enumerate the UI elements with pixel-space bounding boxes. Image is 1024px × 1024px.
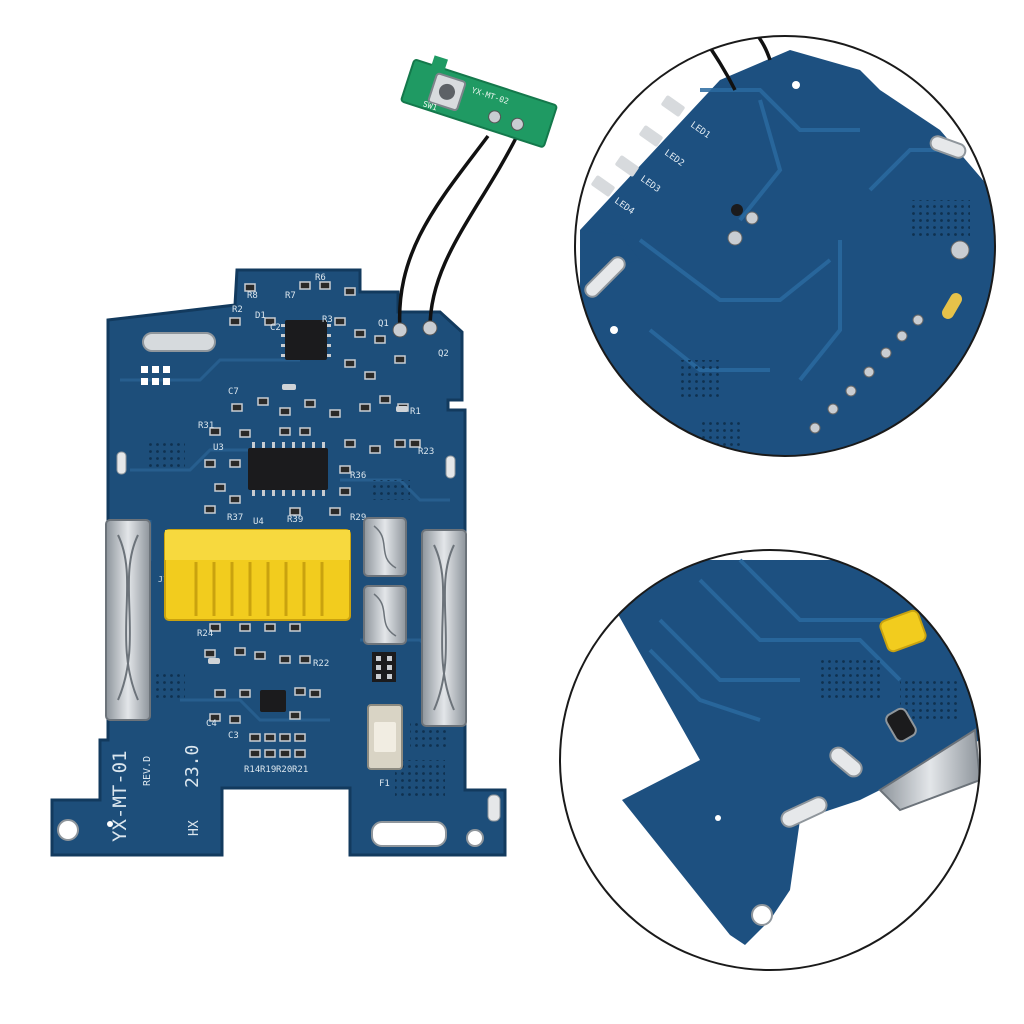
svg-text:C3: C3 bbox=[228, 731, 239, 741]
ic-chip bbox=[248, 448, 328, 490]
switch-pcb: SW1 YX-MT-02 bbox=[400, 55, 558, 148]
switch-label: SW1 bbox=[422, 99, 439, 112]
led-indicators bbox=[591, 95, 685, 197]
svg-text:R6: R6 bbox=[315, 273, 326, 283]
board-id-label: YX-MT-01 bbox=[109, 750, 131, 842]
svg-text:F1: F1 bbox=[379, 779, 390, 789]
zoom-detail-bottom bbox=[559, 549, 981, 971]
board-code-label: 23.0 bbox=[182, 745, 203, 788]
mounting-slot bbox=[116, 451, 127, 475]
svg-text:R3: R3 bbox=[322, 315, 333, 325]
board-markings: YX-MT-01 REV.D 23.0 HX bbox=[109, 745, 203, 842]
via-array bbox=[155, 670, 185, 700]
svg-text:U4: U4 bbox=[253, 517, 264, 527]
svg-text:R23: R23 bbox=[418, 447, 434, 457]
mounting-hole bbox=[466, 829, 484, 847]
svg-text:R39: R39 bbox=[287, 515, 303, 525]
svg-text:R20: R20 bbox=[276, 765, 292, 775]
small-contact-clip bbox=[363, 517, 407, 645]
left-contact-clip bbox=[105, 519, 151, 721]
ic-chip bbox=[260, 690, 286, 712]
svg-text:R37: R37 bbox=[227, 513, 243, 523]
wire-harness bbox=[392, 133, 520, 338]
svg-text:Q2: Q2 bbox=[438, 349, 449, 359]
svg-text:R7: R7 bbox=[285, 291, 296, 301]
zoom-detail-top: LED1 LED2 LED3 LED4 bbox=[574, 35, 996, 457]
right-contact-clip bbox=[421, 529, 467, 727]
smd-components bbox=[204, 281, 421, 758]
yellow-connector bbox=[164, 529, 351, 621]
svg-text:R21: R21 bbox=[292, 765, 308, 775]
svg-text:R29: R29 bbox=[350, 513, 366, 523]
via-array bbox=[145, 440, 185, 470]
mounting-hole bbox=[57, 819, 79, 841]
svg-text:R1: R1 bbox=[410, 407, 421, 417]
board-maker-label: HX bbox=[187, 820, 202, 836]
via-array bbox=[395, 760, 445, 800]
svg-text:R36: R36 bbox=[350, 471, 366, 481]
mounting-slot bbox=[445, 455, 456, 479]
board-rev-label: REV.D bbox=[142, 756, 153, 786]
pin-header bbox=[372, 652, 396, 682]
svg-text:R19: R19 bbox=[260, 765, 276, 775]
svg-text:R14: R14 bbox=[244, 765, 260, 775]
svg-text:U3: U3 bbox=[213, 443, 224, 453]
svg-text:J1: J1 bbox=[158, 575, 168, 584]
mounting-slot bbox=[142, 332, 216, 352]
svg-text:D1: D1 bbox=[255, 311, 266, 321]
svg-text:R22: R22 bbox=[313, 659, 329, 669]
svg-text:R2: R2 bbox=[232, 305, 243, 315]
svg-text:R8: R8 bbox=[247, 291, 258, 301]
svg-text:C7: C7 bbox=[228, 387, 239, 397]
mounting-slot bbox=[371, 821, 447, 847]
svg-text:R24: R24 bbox=[197, 629, 213, 639]
ic-chip bbox=[285, 320, 327, 360]
svg-text:C4: C4 bbox=[206, 719, 217, 729]
white-pad-grid bbox=[141, 366, 170, 385]
svg-text:C2: C2 bbox=[270, 323, 281, 333]
via-array bbox=[370, 480, 410, 500]
mounting-slot bbox=[487, 794, 501, 822]
mounting-hole bbox=[107, 821, 113, 827]
svg-text:Q1: Q1 bbox=[378, 319, 389, 329]
fuse bbox=[367, 704, 403, 770]
svg-text:R31: R31 bbox=[198, 421, 214, 431]
